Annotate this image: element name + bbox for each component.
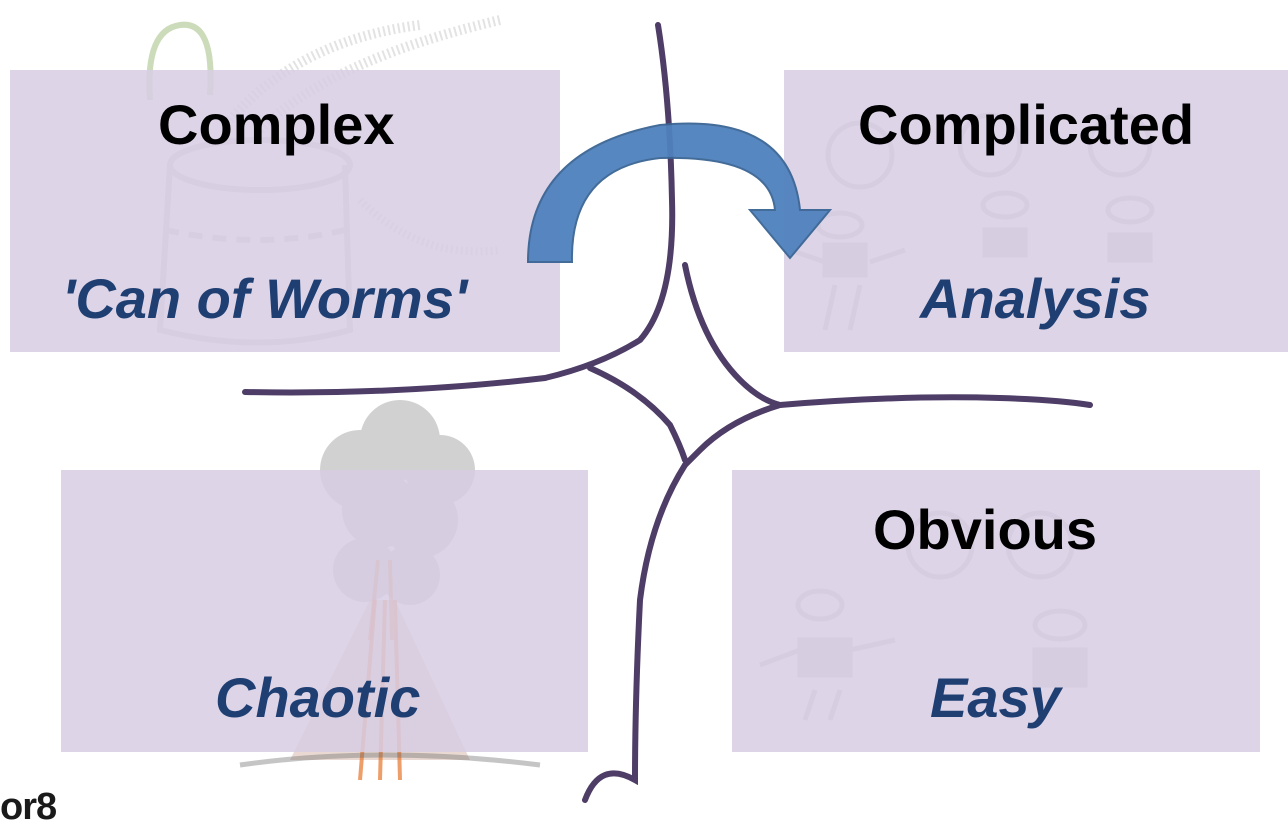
- complex-title: Complex: [158, 92, 395, 157]
- chaotic-subtitle: Chaotic: [215, 665, 420, 730]
- obvious-subtitle: Easy: [930, 665, 1061, 730]
- complex-subtitle: 'Can of Worms': [62, 266, 467, 331]
- complicated-subtitle: Analysis: [920, 266, 1150, 331]
- curved-arrow-icon: [528, 123, 830, 262]
- obvious-title: Obvious: [873, 497, 1097, 562]
- logo: or8: [0, 786, 56, 829]
- complicated-title: Complicated: [858, 92, 1194, 157]
